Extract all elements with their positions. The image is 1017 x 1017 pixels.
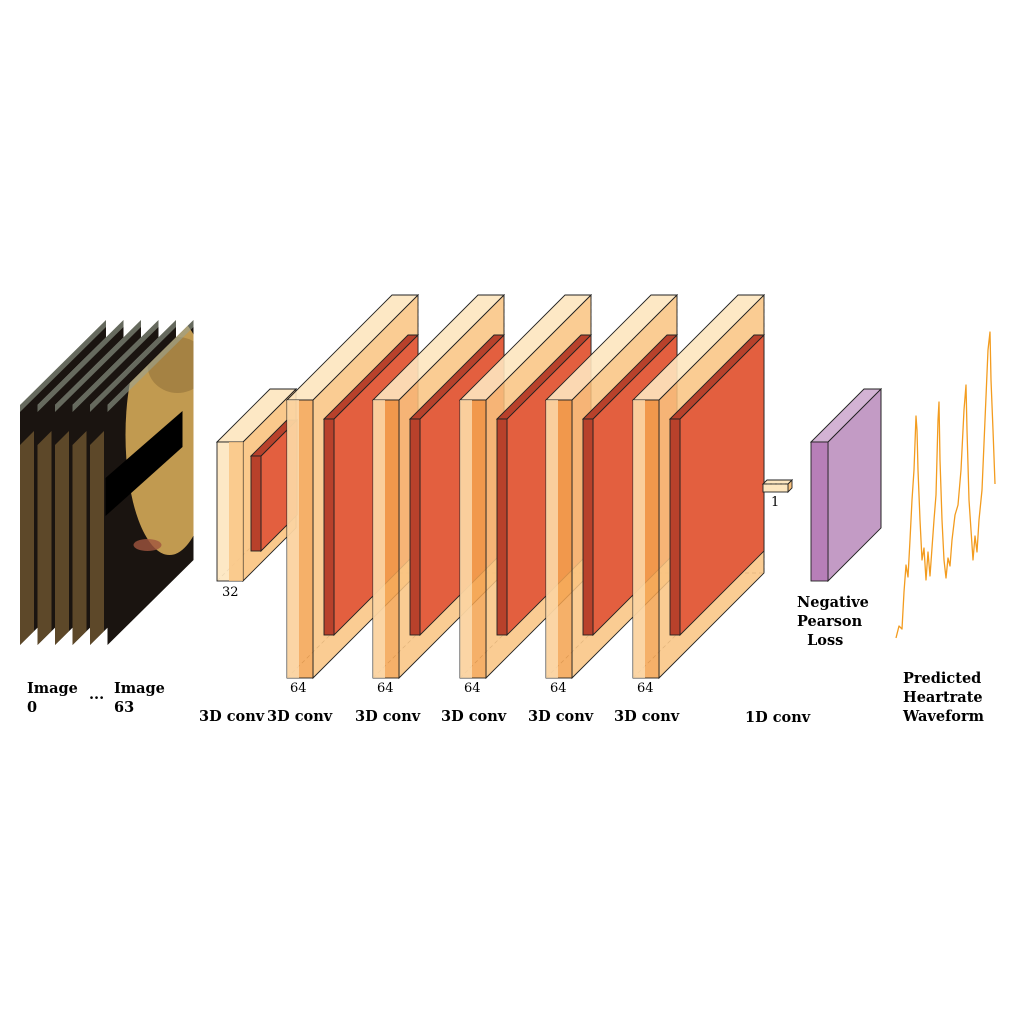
conv-block-32 bbox=[215, 387, 299, 583]
layer-type-label: 1D conv bbox=[745, 709, 811, 726]
frame-face-edge bbox=[55, 431, 69, 645]
frame-top-edge bbox=[72, 320, 159, 412]
frame-top-edge bbox=[55, 320, 141, 412]
channel-count-label: 32 bbox=[222, 585, 239, 600]
activation-front-face bbox=[496, 418, 508, 636]
input-last-label: Image 63 bbox=[114, 680, 165, 716]
layer-type-label: 3D conv bbox=[355, 708, 421, 725]
channel-count-label: 64 bbox=[290, 681, 307, 696]
frame-face-edge bbox=[72, 431, 87, 645]
activation-front-face bbox=[669, 418, 681, 636]
frame-face-edge bbox=[90, 431, 104, 645]
activation-front-face bbox=[409, 418, 421, 636]
channel-count-label: 64 bbox=[550, 681, 567, 696]
layer-type-label: 3D conv bbox=[528, 708, 594, 725]
loss-front bbox=[810, 441, 829, 582]
channel-count-label: 64 bbox=[464, 681, 481, 696]
conv-block-64-5 bbox=[631, 293, 766, 680]
loss-label: Negative Pearson Loss bbox=[797, 594, 869, 649]
activation-front-face bbox=[250, 455, 262, 552]
conv-block-1d bbox=[761, 478, 794, 494]
channel-count-label: 1 bbox=[771, 495, 780, 510]
block-front bbox=[762, 483, 789, 493]
input-ellipsis: ... bbox=[89, 686, 105, 703]
frame-top-edge bbox=[90, 320, 176, 412]
block-front-highlight bbox=[373, 400, 385, 678]
block-front-highlight bbox=[546, 400, 558, 678]
layer-type-label: 3D conv bbox=[614, 708, 680, 725]
input-frame-stack bbox=[20, 320, 194, 645]
frame-face-edge bbox=[37, 431, 52, 645]
channel-count-label: 64 bbox=[637, 681, 654, 696]
layer-type-label: 3D conv bbox=[441, 708, 507, 725]
block-front-highlight bbox=[633, 400, 645, 678]
frame-top-edge bbox=[37, 320, 124, 412]
input-frame bbox=[107, 320, 194, 645]
layer-type-label: 3D conv bbox=[199, 708, 265, 725]
block-top bbox=[761, 479, 794, 485]
block-front-highlight bbox=[460, 400, 472, 678]
block-front-highlight bbox=[287, 400, 299, 678]
loss-block bbox=[809, 387, 883, 583]
frame-top-edge bbox=[20, 320, 106, 412]
output-label: Predicted Heartrate Waveform bbox=[903, 670, 984, 725]
block-front-shade bbox=[229, 442, 243, 581]
channel-count-label: 64 bbox=[377, 681, 394, 696]
frame-top-edge bbox=[107, 320, 194, 412]
activation-front-face bbox=[582, 418, 594, 636]
heartrate-waveform-line bbox=[895, 331, 996, 639]
frame-lips bbox=[133, 539, 162, 551]
layer-type-label: 3D conv bbox=[267, 708, 333, 725]
activation-front-face bbox=[323, 418, 335, 636]
input-first-label: Image 0 bbox=[27, 680, 78, 716]
eye-redaction-bar bbox=[105, 411, 183, 516]
frame-face-edge bbox=[20, 431, 34, 645]
